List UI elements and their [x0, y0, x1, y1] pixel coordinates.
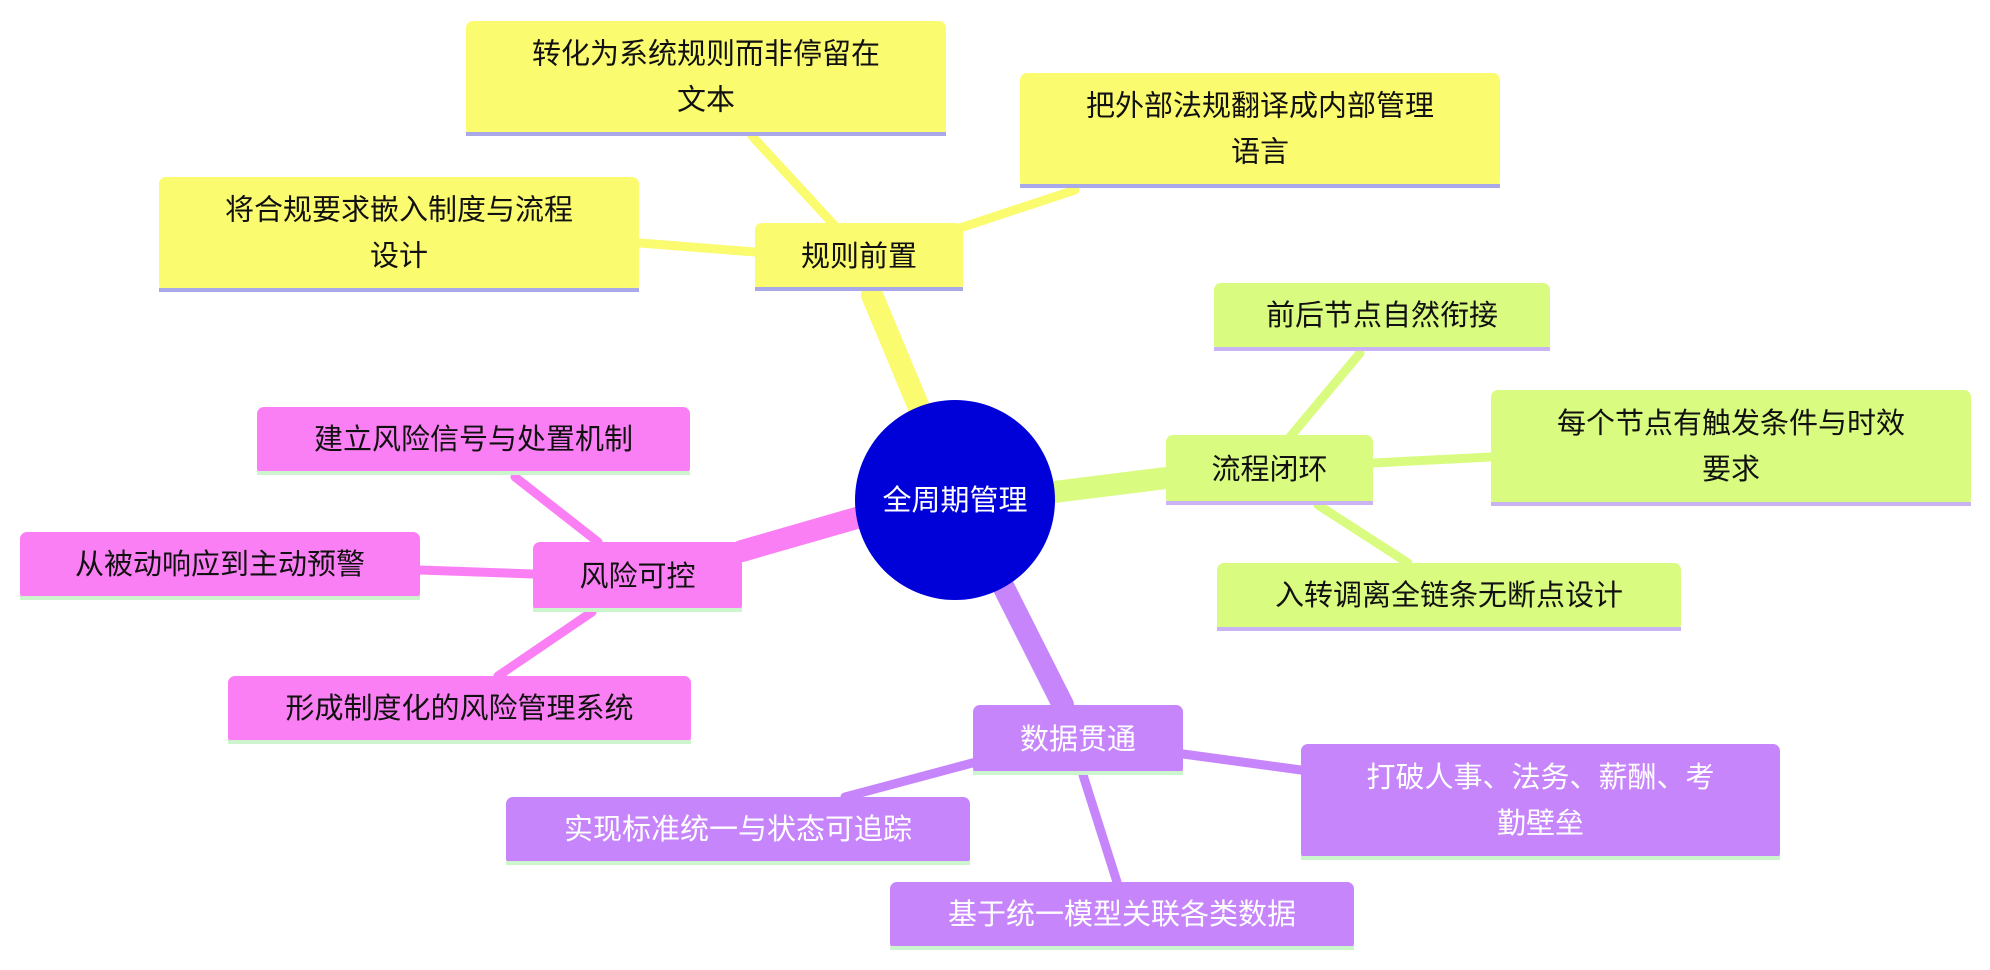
leaf-label-risk-3: 形成制度化的风险管理系统 [285, 691, 633, 725]
leaf-node-risk-2[interactable]: 从被动响应到主动预警 [20, 532, 420, 600]
branch-connector-rules [861, 284, 931, 421]
leaf-label-rules-3-line-2: 设计 [370, 239, 428, 273]
leaf-label-rules-1-line-1: 转化为系统规则而非停留在 [532, 37, 880, 71]
leaf-connector-rules-3 [635, 238, 760, 257]
leaf-node-data-1-underline [1301, 856, 1780, 860]
leaf-node-process-1-underline [1214, 347, 1550, 351]
leaf-label-process-2-line-2: 要求 [1702, 452, 1760, 486]
branch-label-process: 流程闭环 [1211, 452, 1327, 486]
branch-node-data[interactable]: 数据贯通 [973, 705, 1183, 775]
leaf-node-data-2[interactable]: 实现标准统一与状态可追踪 [506, 797, 970, 865]
branch-connector-risk [731, 506, 871, 562]
branch-label-data: 数据贯通 [1020, 722, 1136, 756]
branch-node-rules[interactable]: 规则前置 [755, 223, 963, 291]
leaf-label-data-2: 实现标准统一与状态可追踪 [564, 812, 912, 846]
leaf-node-data-1-box [1301, 744, 1780, 860]
leaf-node-process-2-box [1491, 390, 1971, 506]
connector-layer [415, 131, 1496, 887]
branch-node-data-box [973, 705, 1183, 775]
leaf-label-process-1: 前后节点自然衔接 [1266, 298, 1498, 332]
leaf-node-risk-1-underline [257, 471, 690, 475]
leaf-connector-process-1 [1285, 348, 1365, 442]
leaf-node-risk-1-box [257, 407, 690, 475]
leaf-connector-data-2 [840, 757, 981, 802]
branch-node-data-underline [973, 771, 1183, 775]
leaf-label-data-1-line-1: 打破人事、法务、薪酬、考 [1366, 760, 1714, 794]
leaf-connector-rules-1 [747, 131, 840, 231]
leaf-node-risk-2-box [20, 532, 420, 600]
leaf-connector-risk-1 [510, 472, 603, 547]
leaf-node-process-1-box [1214, 283, 1550, 351]
leaf-label-process-2-line-1: 每个节点有触发条件与时效 [1557, 406, 1905, 440]
leaf-node-data-3[interactable]: 基于统一模型关联各类数据 [890, 882, 1354, 950]
branch-label-risk: 风险可控 [579, 559, 695, 593]
leaf-label-rules-1-line-2: 文本 [677, 83, 735, 117]
leaf-node-data-3-box [890, 882, 1354, 950]
leaf-label-data-1-line-2: 勤壁垒 [1497, 806, 1584, 840]
branch-label-rules: 规则前置 [801, 239, 917, 273]
leaf-node-risk-3[interactable]: 形成制度化的风险管理系统 [228, 676, 691, 744]
leaf-node-process-2-underline [1491, 502, 1971, 506]
leaf-label-data-3: 基于统一模型关联各类数据 [948, 897, 1296, 931]
leaf-node-process-1[interactable]: 前后节点自然衔接 [1214, 283, 1550, 351]
node-layer: 规则前置转化为系统规则而非停留在文本把外部法规翻译成内部管理语言将合规要求嵌入制… [20, 21, 1971, 950]
center-node[interactable]: 全周期管理 [855, 400, 1055, 600]
leaf-node-process-3-box [1217, 563, 1681, 631]
leaf-connector-risk-3 [493, 607, 597, 681]
leaf-node-rules-3-box [159, 177, 639, 292]
branch-connector-process [1043, 467, 1177, 503]
leaf-label-process-3: 入转调离全链条无断点设计 [1275, 578, 1623, 612]
leaf-node-data-2-underline [506, 861, 970, 865]
branch-node-rules-box [755, 223, 963, 291]
leaf-label-risk-1: 建立风险信号与处置机制 [314, 422, 633, 456]
leaf-node-process-3[interactable]: 入转调离全链条无断点设计 [1217, 563, 1681, 631]
leaf-node-risk-3-underline [228, 740, 691, 744]
leaf-connector-risk-2 [415, 565, 538, 579]
leaf-connector-rules-2 [955, 185, 1080, 233]
branch-node-process-underline [1166, 501, 1373, 505]
leaf-connector-process-2 [1368, 452, 1496, 468]
leaf-connector-process-3 [1313, 500, 1413, 568]
leaf-node-rules-1-underline [466, 132, 946, 136]
leaf-label-rules-2-line-1: 把外部法规翻译成内部管理 [1086, 89, 1434, 123]
leaf-node-process-3-underline [1217, 627, 1681, 631]
leaf-node-risk-2-underline [20, 596, 420, 600]
leaf-label-rules-3-line-1: 将合规要求嵌入制度与流程 [225, 193, 573, 227]
center-circle [855, 400, 1055, 600]
branch-node-risk[interactable]: 风险可控 [533, 542, 742, 612]
leaf-node-data-3-underline [890, 946, 1354, 950]
leaf-node-risk-3-box [228, 676, 691, 744]
center-label: 全周期管理 [882, 483, 1027, 517]
leaf-label-rules-2-line-2: 语言 [1231, 135, 1289, 169]
branch-node-rules-underline [755, 287, 963, 291]
leaf-node-rules-2-box [1020, 73, 1500, 188]
leaf-connector-data-3 [1078, 770, 1122, 887]
branch-connector-data [989, 569, 1074, 716]
branch-node-risk-box [533, 542, 742, 612]
branch-node-process-box [1166, 435, 1373, 505]
leaf-node-rules-2-underline [1020, 184, 1500, 188]
branch-node-process[interactable]: 流程闭环 [1166, 435, 1373, 505]
leaf-label-risk-2: 从被动响应到主动预警 [75, 547, 365, 581]
leaf-connector-data-1 [1178, 749, 1306, 775]
leaf-node-risk-1[interactable]: 建立风险信号与处置机制 [257, 407, 690, 475]
leaf-node-rules-1-box [466, 21, 946, 136]
branch-node-risk-underline [533, 608, 742, 612]
leaf-node-rules-3-underline [159, 288, 639, 292]
leaf-node-data-2-box [506, 797, 970, 865]
